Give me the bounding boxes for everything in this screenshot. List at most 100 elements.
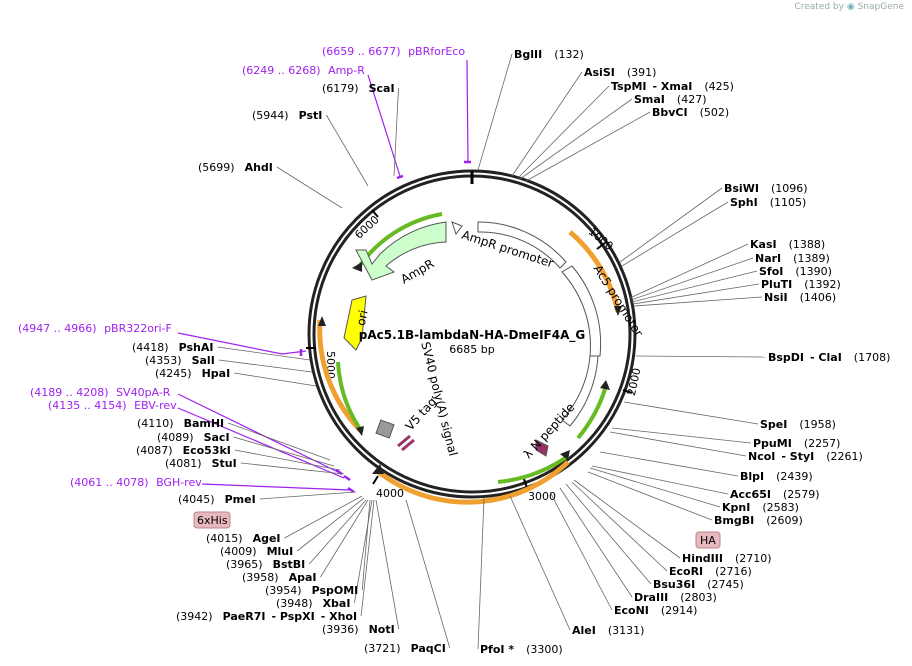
site-name: PaeR7I <box>223 610 266 623</box>
site-position: (3958) <box>242 571 279 584</box>
restriction-site-label: NcoI- StyI(2261) <box>748 450 863 463</box>
site-position: (2261) <box>826 450 863 463</box>
restriction-site-label: (3954)PspOMI <box>265 584 358 597</box>
restriction-site-label: BbvCI(502) <box>652 106 729 119</box>
ha-tag-label: HA <box>700 534 716 547</box>
site-name-alt: - PspXI <box>271 610 314 623</box>
restriction-site-label: (3958) ApaI <box>242 571 316 584</box>
site-connector <box>573 479 681 559</box>
site-name: SpeI <box>760 418 787 431</box>
scale-ticks <box>306 209 633 489</box>
orf-arrowhead-4 <box>352 262 362 272</box>
site-connector <box>354 499 373 604</box>
restriction-site-label: (4245)HpaI <box>155 367 230 380</box>
restriction-site-label: HindIII(2710) <box>682 552 772 565</box>
site-position: (4087) <box>136 444 173 457</box>
site-name-alt: - XhoI <box>321 610 357 623</box>
site-name: TspMI <box>611 80 647 93</box>
tick-4000: 4000 <box>376 487 404 500</box>
orf-band-left <box>317 319 362 432</box>
restriction-site-label: (4015)AgeI <box>206 532 281 545</box>
site-position: (2803) <box>680 591 717 604</box>
site-connector <box>511 71 583 177</box>
orf-band-green-bottom <box>497 454 570 484</box>
site-position: (3300) <box>526 643 563 656</box>
restriction-site-label: SphI (1105) <box>730 196 806 209</box>
plasmid-name: pAc5.1B-lambdaN-HA-DmeIF4A_G <box>359 328 585 343</box>
restriction-site-label: (4081)StuI <box>165 457 237 470</box>
site-position: (2716) <box>715 565 752 578</box>
orf-band-bottom <box>374 460 570 505</box>
sixhis-tag-label: 6xHis <box>197 514 228 527</box>
site-name: EcoNI <box>614 604 649 617</box>
site-name: NcoI <box>748 450 775 463</box>
site-position: (4089) <box>157 431 194 444</box>
tick-2000: 2000 <box>625 367 644 397</box>
restriction-site-label: AsiSI(391) <box>584 66 656 79</box>
v5-tag-label: V5 tag <box>403 395 440 434</box>
site-position: (3721) <box>364 642 401 655</box>
site-name: PaqCI <box>411 642 446 655</box>
restriction-site-label: BglII(132) <box>514 48 584 61</box>
restriction-site-label: BspDI- ClaI(1708) <box>768 351 890 364</box>
site-name: BspDI <box>768 351 804 364</box>
site-connector <box>393 87 399 177</box>
site-connector <box>234 449 341 471</box>
restriction-site-label: (4087)Eco53kI <box>136 444 231 457</box>
site-name: PshAI <box>179 341 214 354</box>
site-connector <box>609 431 747 457</box>
restriction-site-label: KasI(1388) <box>750 238 825 251</box>
primer-line-pbr322ori <box>177 332 307 355</box>
primer-mark-ampr <box>396 174 404 180</box>
site-name: BsiWI <box>724 182 759 195</box>
restriction-site-label: (3721) PaqCI <box>364 642 446 655</box>
site-name-alt: - ClaI <box>810 351 842 364</box>
site-connector <box>549 491 613 611</box>
site-name: BstBI <box>273 558 306 571</box>
site-position: (2609) <box>766 514 803 527</box>
restriction-site-label: PpuMI(2257) <box>753 437 840 450</box>
restriction-site-label: Acc65I(2579) <box>730 488 820 501</box>
restriction-site-label: BlpI(2439) <box>740 470 813 483</box>
site-name: DraIII <box>634 591 668 604</box>
restriction-site-label: (4089)SacI <box>157 431 230 444</box>
site-connector <box>296 497 365 552</box>
site-connector <box>375 499 400 630</box>
site-name: PspOMI <box>312 584 359 597</box>
site-position: (1392) <box>804 278 841 291</box>
site-name: ApaI <box>289 571 317 584</box>
site-connector <box>234 372 317 387</box>
site-connector <box>559 487 633 598</box>
restriction-site-label: (3965)BstBI <box>226 558 305 571</box>
site-connector <box>276 166 343 209</box>
site-name: NarI <box>755 252 781 265</box>
site-name: EcoRI <box>669 565 703 578</box>
restriction-site-label: NsiI(1406) <box>764 291 836 304</box>
site-name: AgeI <box>253 532 281 545</box>
primer-mark-ebv <box>343 474 351 482</box>
restriction-site-label: KpnI(2583) <box>722 501 799 514</box>
restriction-site-label: DraIII (2803) <box>634 591 717 604</box>
site-connector <box>519 98 633 180</box>
restriction-site-label: (3948)XbaI <box>276 597 350 610</box>
site-connector <box>623 401 759 425</box>
site-connector <box>611 427 752 444</box>
restriction-site-label: (4418)PshAI <box>132 341 213 354</box>
restriction-site-label: (5944)PstI <box>252 109 322 122</box>
site-position: (1105) <box>770 196 807 209</box>
site-name: AsiSI <box>584 66 615 79</box>
site-position: (1390) <box>795 265 832 278</box>
sixhis-tag-box <box>193 511 231 529</box>
site-connector <box>525 111 651 182</box>
site-position: (2583) <box>762 501 799 514</box>
site-name: PpuMI <box>753 437 792 450</box>
restriction-site-label: NarI(1389) <box>755 252 830 265</box>
site-name: Bsu36I <box>653 578 695 591</box>
site-position: (4110) <box>137 417 174 430</box>
site-name: PluTI <box>761 278 792 291</box>
site-name: SphI <box>730 196 758 209</box>
site-name-alt: - XmaI <box>653 80 693 93</box>
primer-line-pbrforeco <box>466 59 469 163</box>
restriction-site-label: PfoI *(3300) <box>480 643 563 656</box>
restriction-site-label: (5699)AhdI <box>198 161 273 174</box>
